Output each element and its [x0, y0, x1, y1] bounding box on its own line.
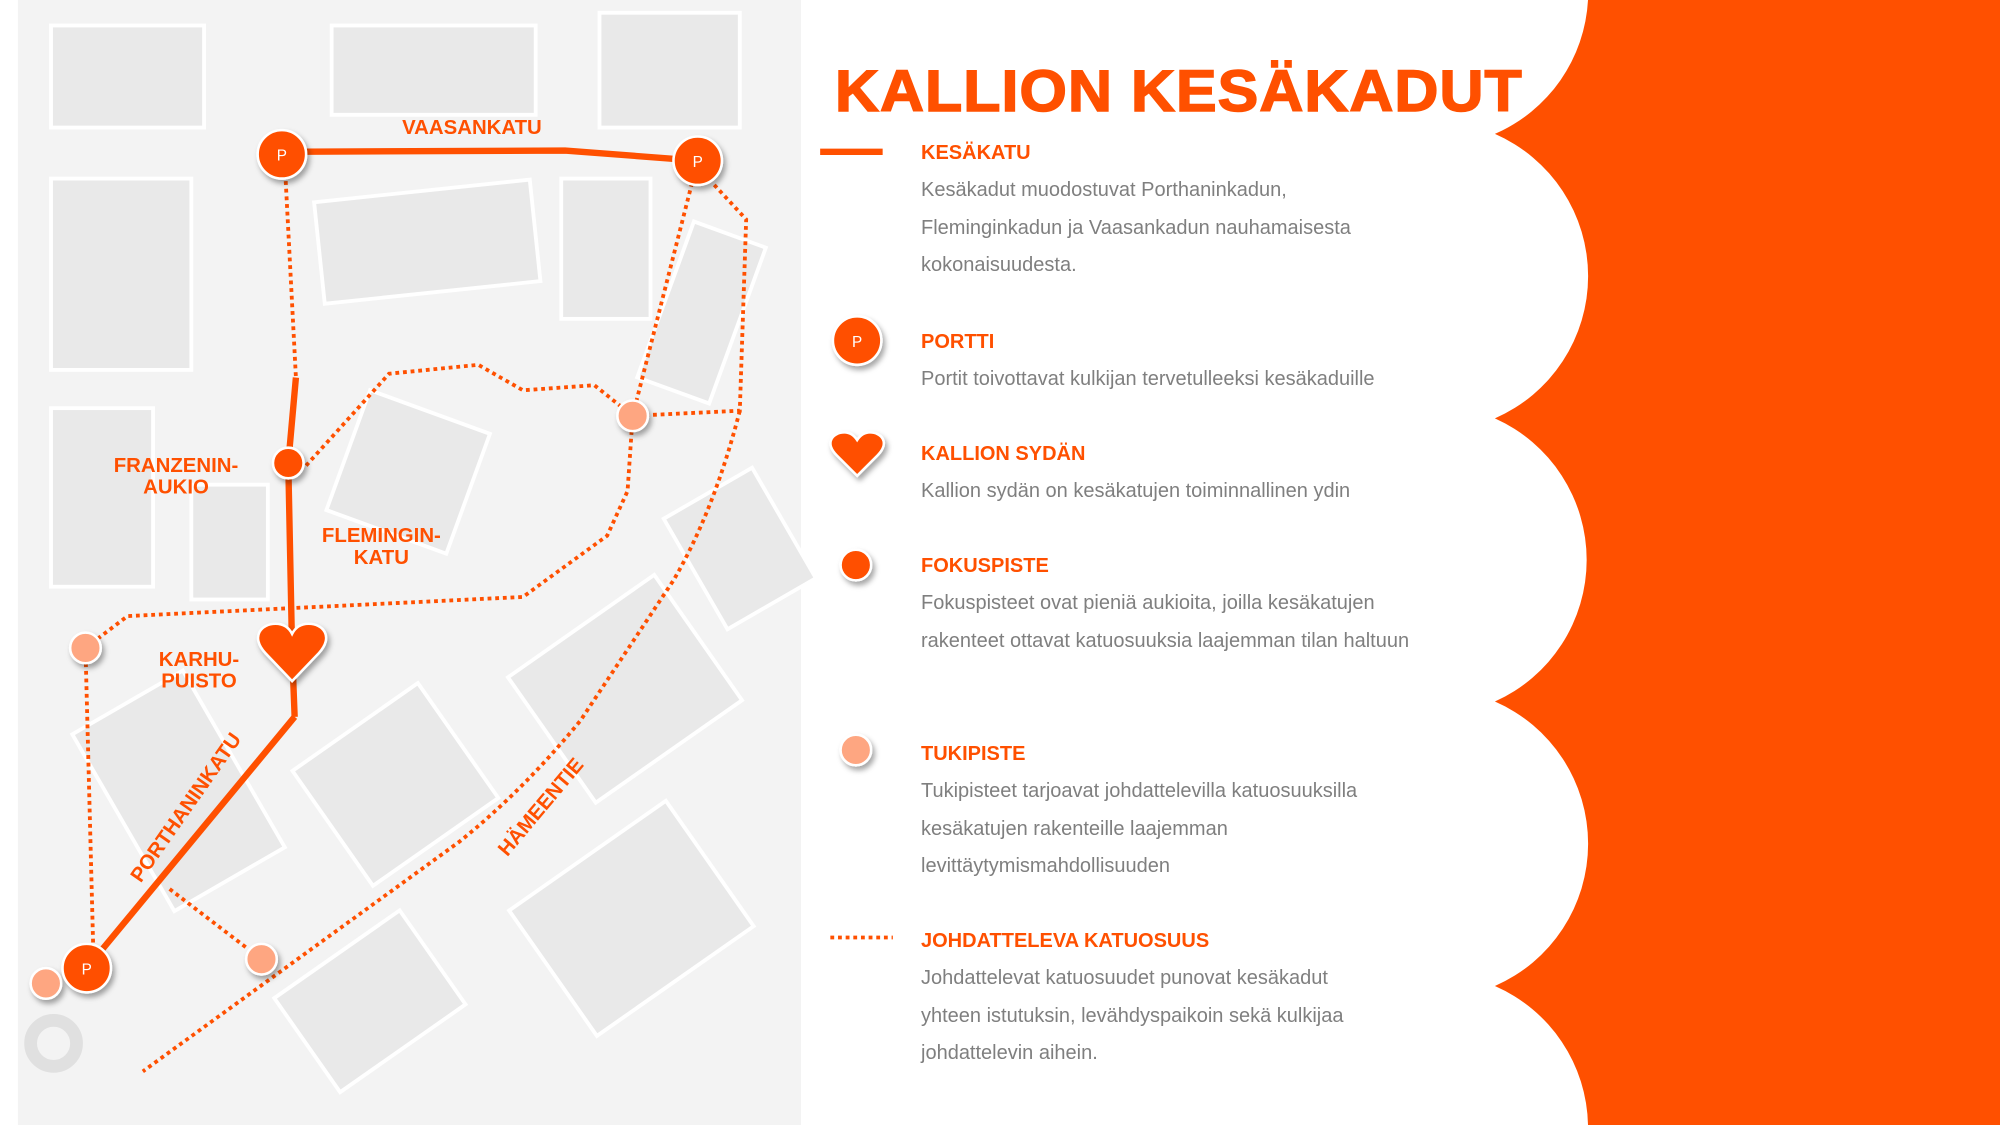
heart-icon [829, 431, 886, 478]
legend-item-kesakatu: KESÄKATU Kesäkadut muodostuvat Porthanin… [921, 140, 1441, 285]
dotted-path [84, 415, 635, 650]
vaasankatu-line [281, 147, 698, 164]
legend-item-portti: PORTTI Portit toivottavat kulkijan terve… [921, 329, 1441, 399]
label-franzeninaukio: AUKIO [143, 477, 209, 499]
heart-icon[interactable] [256, 622, 328, 683]
gate-label: P [277, 148, 287, 165]
label-fleminginkatu: KATU [354, 547, 409, 569]
focus-point-franzenin[interactable] [271, 446, 305, 480]
legend-heading: KESÄKATU [921, 142, 1031, 164]
legend-item-kallion-sydan: KALLION SYDÄN Kallion sydän on kesäkatuj… [921, 441, 1441, 511]
legend-item-tukipiste: TUKIPISTE Tukipisteet tarjoavat johdatte… [921, 741, 1441, 886]
legend-text: Kesäkadut muodostuvat Porthaninkadun, Fl… [921, 179, 1351, 277]
dotted-path [630, 160, 700, 417]
legend-heading: KALLION SYDÄN [921, 443, 1086, 465]
dotted-path [632, 183, 749, 418]
legend-item-johdatteleva-katuosuus: JOHDATTELEVA KATUOSUUS Johdattelevat kat… [921, 928, 1441, 1073]
map-background [17, 0, 819, 1125]
support-point-icon [839, 733, 873, 767]
legend-text: Fokuspisteet ovat pieniä aukioita, joill… [921, 592, 1410, 652]
gate-label: P [82, 961, 92, 978]
focus-point-icon [839, 548, 873, 582]
page-title: KALLION KESÄKADUT [834, 58, 1523, 125]
summer-street-lines [84, 147, 698, 971]
legend-heading: PORTTI [921, 331, 995, 353]
legend-text: Portit toivottavat kulkijan tervetulleek… [921, 368, 1375, 390]
gate-vaasankatu-east[interactable] [672, 135, 724, 187]
dotted-path [304, 362, 634, 467]
support-point[interactable] [244, 942, 279, 976]
legend-text: Tukipisteet tarjoavat johdattelevilla ka… [921, 780, 1358, 878]
legend-heading: FOKUSPISTE [921, 555, 1049, 577]
legend-item-fokuspiste: FOKUSPISTE Fokuspisteet ovat pieniä auki… [921, 553, 1441, 660]
gate-porthaninkatu[interactable] [61, 942, 113, 994]
gate-vaasankatu-west[interactable] [256, 128, 308, 180]
label-vaasankatu: VAASANKATU [402, 117, 542, 139]
support-point[interactable] [29, 966, 63, 1000]
label-fleminginkatu: FLEMINGIN- [322, 525, 441, 547]
label-karhupuisto: PUISTO [161, 671, 237, 693]
label-franzeninaukio: FRANZENIN- [114, 455, 239, 477]
legend-text: Johdattelevat katuosuudet punovat kesäka… [921, 967, 1344, 1065]
fleminginkatu-line [285, 377, 300, 717]
support-point[interactable] [68, 631, 103, 665]
support-point[interactable] [616, 399, 650, 433]
legend-icons: P [820, 148, 893, 940]
legend-text: Kallion sydän on kesäkatujen toiminnalli… [921, 480, 1351, 502]
gate-p-icon-label: P [852, 334, 862, 351]
dotted-path [283, 181, 298, 378]
gate-label: P [693, 154, 703, 171]
scalloped-orange-band [1494, 0, 2000, 1125]
dotted-path [83, 647, 96, 944]
gate-p-icon [831, 315, 883, 367]
legend-heading: TUKIPISTE [921, 743, 1026, 765]
label-karhupuisto: KARHU- [159, 649, 239, 671]
porthaninkatu-line [84, 714, 298, 971]
legend-heading: JOHDATTELEVA KATUOSUUS [921, 930, 1210, 952]
guiding-street-lines [83, 160, 749, 1073]
